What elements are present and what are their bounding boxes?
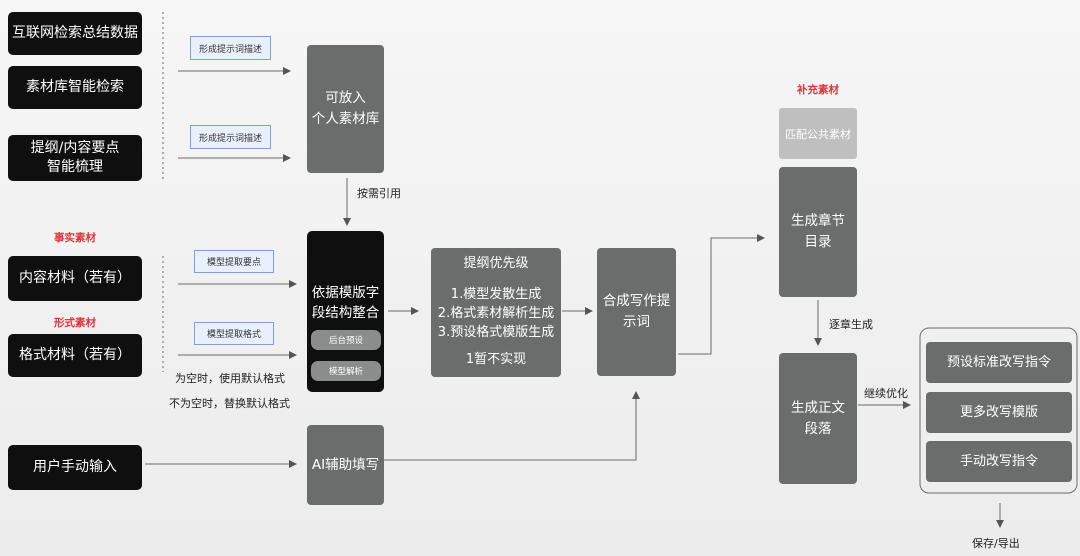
node-match-public[interactable]: 匹配公共素材: [779, 108, 857, 159]
toc-line2: 目录: [804, 234, 832, 250]
input-format-material[interactable]: 格式材料（若有）: [8, 334, 142, 377]
label-continue-optimize: 继续优化: [864, 387, 908, 400]
note-not-empty: 不为空时，替换默认格式: [169, 397, 290, 410]
node-outline-priority[interactable]: 提纲优先级 1.模型发散生成 2.格式素材解析生成 3.预设格式模版生成 1暂不…: [431, 248, 561, 377]
input-manual[interactable]: 用户手动输入: [8, 445, 142, 490]
node-compose-prompt[interactable]: 合成写作提 示词: [597, 248, 676, 376]
input-outline-points[interactable]: 提纲/内容要点 智能梳理: [8, 135, 142, 181]
pill-backend-preset: 后台预设: [311, 330, 381, 350]
supplement-label: 补充素材: [797, 84, 839, 96]
option-preset-command[interactable]: 预设标准改写指令: [926, 342, 1072, 383]
outline-label-line2: 智能梳理: [47, 159, 103, 175]
input-library-search[interactable]: 素材库智能检索: [8, 66, 142, 109]
form-material-label: 形式素材: [54, 317, 96, 329]
node-generate-body[interactable]: 生成正文 段落: [779, 353, 857, 484]
label-save-export[interactable]: 保存/导出: [972, 537, 1020, 550]
options-group-frame: [919, 327, 1078, 494]
priority-item-3: 3.预设格式模版生成: [437, 325, 555, 340]
option-more-templates[interactable]: 更多改写模版: [926, 392, 1072, 433]
tag-extract-format: 模型提取格式: [194, 322, 274, 345]
arrow-to-toc: [678, 234, 765, 355]
priority-note: 1暂不实现: [465, 352, 527, 367]
priority-item-2: 2.格式素材解析生成: [437, 306, 555, 321]
option-manual-command[interactable]: 手动改写指令: [926, 441, 1072, 482]
compose-line1: 合成写作提: [602, 293, 671, 309]
node-personal-library[interactable]: 可放入 个人素材库: [307, 45, 384, 173]
input-content-material[interactable]: 内容材料（若有）: [8, 256, 142, 301]
node-generate-toc[interactable]: 生成章节 目录: [779, 167, 857, 297]
personal-lib-line1: 可放入: [325, 90, 366, 106]
template-line1: 依据模版字: [311, 285, 380, 301]
priority-item-1: 1.模型发散生成: [450, 287, 542, 302]
body-line2: 段落: [804, 420, 832, 437]
compose-line2: 示词: [623, 314, 650, 330]
body-line1: 生成正文: [791, 399, 845, 416]
template-line2: 段结构整合: [311, 305, 380, 321]
label-per-chapter: 逐章生成: [829, 318, 873, 331]
note-empty: 为空时，使用默认格式: [175, 372, 285, 385]
pill-model-parse: 模型解析: [311, 361, 381, 381]
arrow-ai-to-compose: [383, 391, 640, 461]
personal-lib-line2: 个人素材库: [311, 111, 380, 127]
toc-line1: 生成章节: [791, 213, 845, 229]
tag-form-prompt-2: 形成提示词描述: [190, 125, 271, 149]
tag-form-prompt-1: 形成提示词描述: [190, 36, 271, 60]
node-ai-fill[interactable]: AI辅助填写: [307, 425, 384, 505]
tag-extract-points: 模型提取要点: [194, 250, 274, 273]
input-internet-summary[interactable]: 互联网检索总结数据: [8, 12, 142, 55]
priority-title: 提纲优先级: [463, 256, 529, 271]
fact-material-label: 事实素材: [54, 232, 96, 244]
outline-label-line1: 提纲/内容要点: [30, 140, 120, 156]
label-on-demand: 按需引用: [357, 187, 401, 200]
